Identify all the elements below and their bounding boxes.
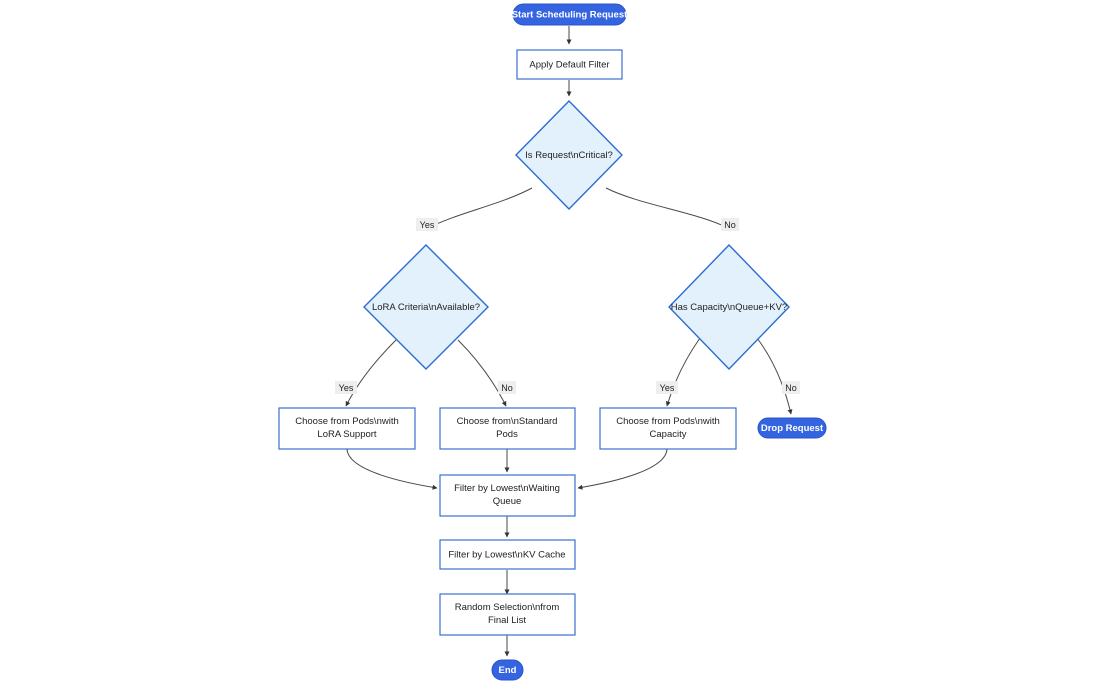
edge-pods-cap-to-wait-queue — [577, 448, 668, 490]
node-apply-default-filter[interactable]: Apply Default Filter — [516, 49, 623, 80]
node-choose-pods-capacity-shape[interactable] — [599, 407, 737, 450]
edge-label-text: No — [785, 383, 797, 393]
edge-label-lora-no: No — [498, 381, 516, 394]
node-filter-waiting-queue-label-line2: Queue — [493, 496, 522, 507]
edge-label-text: No — [501, 383, 513, 393]
edge-label-bg — [782, 381, 800, 394]
edge-lora-to-pods-std — [457, 339, 507, 407]
node-apply-default-filter-label: Apply Default Filter — [529, 60, 609, 71]
node-end[interactable]: End — [491, 659, 524, 681]
node-filter-kv-cache[interactable]: Filter by Lowest\nKV Cache — [439, 539, 576, 570]
edge-pods-lora-to-wait-queue — [346, 448, 438, 490]
edge-label-bg — [335, 381, 357, 394]
node-is-request-critical-shape[interactable] — [515, 100, 623, 210]
edge-critical-to-capacity — [605, 187, 729, 229]
node-random-selection-shape[interactable] — [439, 593, 576, 636]
edge-label-bg — [498, 381, 516, 394]
node-has-capacity-shape[interactable] — [668, 243, 790, 371]
node-choose-pods-lora-label-line1: Choose from Pods\nwith — [295, 416, 399, 427]
node-drop-request[interactable]: Drop Request — [757, 417, 827, 439]
edge-label-capacity-no: No — [782, 381, 800, 394]
edge-label-layer: Yes No Yes No Yes No — [335, 218, 800, 394]
edge-label-bg — [416, 218, 438, 231]
node-start[interactable]: Start Scheduling Request — [512, 3, 628, 26]
node-choose-pods-standard-shape[interactable] — [439, 407, 576, 450]
node-apply-default-filter-shape[interactable] — [516, 49, 623, 80]
node-end-shape[interactable] — [491, 659, 524, 681]
edge-label-text: Yes — [660, 383, 675, 393]
node-choose-pods-capacity-label-line1: Choose from Pods\nwith — [616, 416, 720, 427]
node-filter-kv-cache-shape[interactable] — [439, 539, 576, 570]
node-random-selection-label-line2: Final List — [488, 615, 526, 626]
node-choose-pods-capacity[interactable]: Choose from Pods\nwith Capacity — [599, 407, 737, 450]
node-end-label: End — [499, 665, 517, 676]
edge-lora-to-pods-lora — [345, 339, 397, 407]
node-filter-waiting-queue[interactable]: Filter by Lowest\nWaiting Queue — [439, 474, 576, 517]
node-lora-criteria-available[interactable]: LoRA Criteria\nAvailable? — [363, 244, 489, 370]
node-choose-pods-standard-label-line1: Choose from\nStandard — [457, 416, 558, 427]
edge-label-bg — [721, 218, 739, 231]
edge-label-text: Yes — [339, 383, 354, 393]
node-start-label: Start Scheduling Request — [512, 10, 628, 21]
node-drop-request-shape[interactable] — [757, 417, 827, 439]
node-choose-pods-lora-shape[interactable] — [278, 407, 416, 450]
node-filter-kv-cache-label: Filter by Lowest\nKV Cache — [448, 550, 565, 561]
edge-capacity-to-drop — [756, 337, 793, 415]
node-has-capacity-label: Has Capacity\nQueue+KV? — [671, 302, 787, 313]
edge-label-text: Yes — [420, 220, 435, 230]
node-choose-pods-lora[interactable]: Choose from Pods\nwith LoRA Support — [278, 407, 416, 450]
node-lora-criteria-available-label: LoRA Criteria\nAvailable? — [372, 302, 480, 313]
edge-capacity-to-pods-cap — [665, 337, 701, 407]
node-choose-pods-standard-label-line2: Pods — [496, 429, 518, 440]
node-filter-waiting-queue-shape[interactable] — [439, 474, 576, 517]
node-is-request-critical-label: Is Request\nCritical? — [525, 150, 613, 161]
edge-label-critical-yes: Yes — [416, 218, 438, 231]
node-random-selection[interactable]: Random Selection\nfrom Final List — [439, 593, 576, 636]
node-layer: Start Scheduling Request Apply Default F… — [278, 3, 827, 681]
edge-label-bg — [656, 381, 678, 394]
node-choose-pods-capacity-label-line2: Capacity — [650, 429, 687, 440]
node-has-capacity[interactable]: Has Capacity\nQueue+KV? — [668, 243, 790, 371]
edge-layer — [345, 26, 793, 657]
node-choose-pods-lora-label-line2: LoRA Support — [317, 429, 377, 440]
edge-critical-to-lora — [427, 187, 533, 229]
node-filter-waiting-queue-label-line1: Filter by Lowest\nWaiting — [454, 483, 560, 494]
edge-label-lora-yes: Yes — [335, 381, 357, 394]
node-is-request-critical[interactable]: Is Request\nCritical? — [515, 100, 623, 210]
node-start-shape[interactable] — [512, 3, 627, 26]
edge-label-text: No — [724, 220, 736, 230]
edge-label-capacity-yes: Yes — [656, 381, 678, 394]
node-lora-criteria-available-shape[interactable] — [363, 244, 489, 370]
node-choose-pods-standard[interactable]: Choose from\nStandard Pods — [439, 407, 576, 450]
edge-label-critical-no: No — [721, 218, 739, 231]
node-drop-request-label: Drop Request — [761, 423, 824, 434]
node-random-selection-label-line1: Random Selection\nfrom — [455, 602, 560, 613]
